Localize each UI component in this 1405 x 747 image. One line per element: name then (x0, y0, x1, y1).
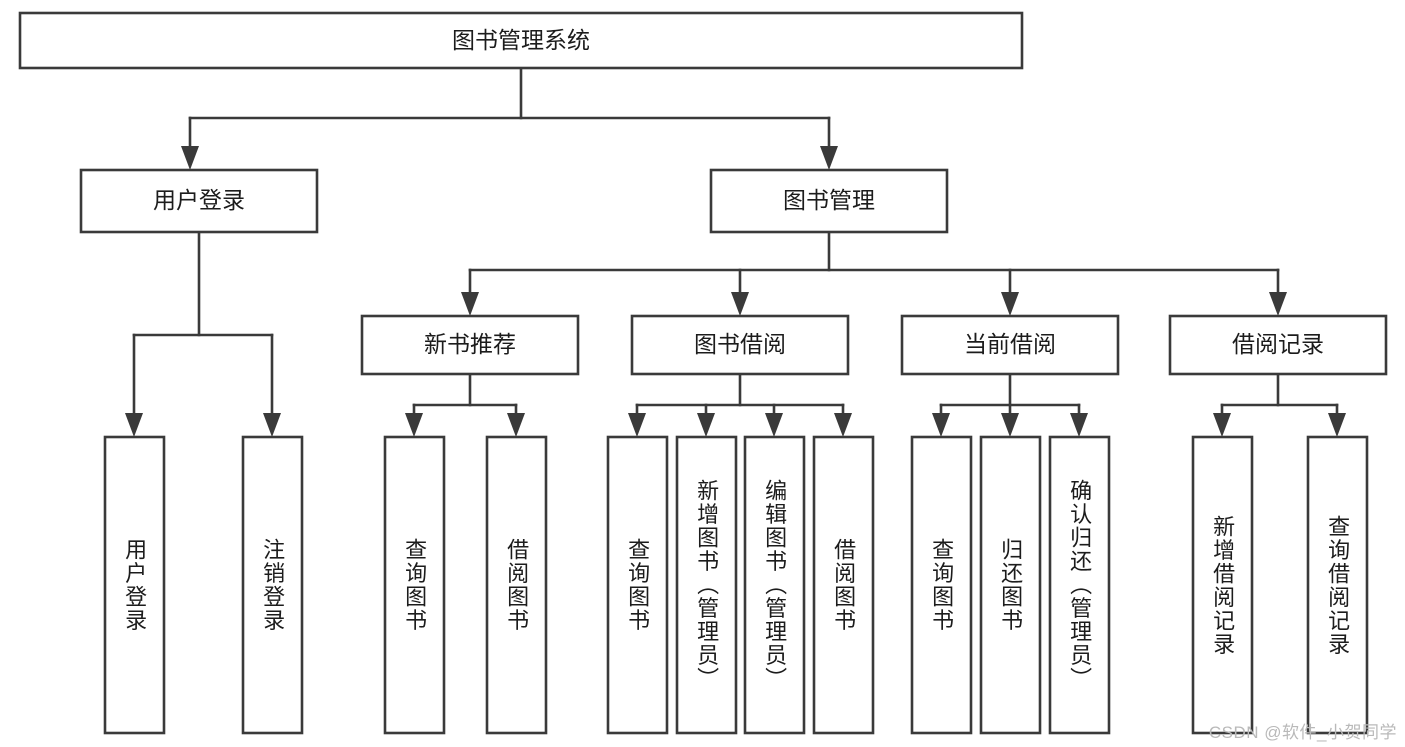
leaf-box-bb-borrow-book[interactable] (812, 435, 875, 735)
arrow-head-nb-leaf-2 (507, 413, 525, 437)
leaf-box-bb-add-book[interactable] (675, 435, 738, 735)
arrow-head-leaf-user-login (125, 413, 143, 437)
arrow-head-current-borrow (1001, 292, 1019, 316)
node-book-management-label: 图书管理 (783, 187, 875, 213)
node-book-management[interactable]: 图书管理 (709, 168, 949, 234)
arrow-head-borrow-record (1269, 292, 1287, 316)
leaf-box-cb-return-book[interactable] (979, 435, 1042, 735)
node-root-box[interactable] (18, 11, 1024, 70)
arrow-head-cb-leaf-1 (932, 413, 950, 437)
arrow-head-bb-leaf-4 (834, 413, 852, 437)
node-current-borrow[interactable]: 当前借阅 (900, 314, 1120, 376)
arrow-head-bb-leaf-2 (697, 413, 715, 437)
node-current-borrow-box[interactable] (900, 314, 1120, 376)
node-book-borrow-label: 图书借阅 (694, 331, 786, 357)
arrow-head-bb-leaf-1 (628, 413, 646, 437)
node-book-management-box[interactable] (709, 168, 949, 234)
arrow-head-book-borrow (731, 292, 749, 316)
leaf-box-bb-edit-book[interactable] (743, 435, 806, 735)
arrow-head-bb-leaf-3 (765, 413, 783, 437)
leaf-box-nb-query-book[interactable] (383, 435, 446, 735)
arrow-head-cb-leaf-2 (1001, 413, 1019, 437)
node-borrow-record-box[interactable] (1168, 314, 1388, 376)
node-borrow-record-label: 借阅记录 (1232, 331, 1324, 357)
node-book-borrow[interactable]: 图书借阅 (630, 314, 850, 376)
leaf-box-bb-query-book[interactable] (606, 435, 669, 735)
arrow-head-leaf-logout (263, 413, 281, 437)
node-new-book-recommend[interactable]: 新书推荐 (360, 314, 580, 376)
leaf-box-nb-borrow-book[interactable] (485, 435, 548, 735)
connector-group (125, 66, 1346, 437)
leaf-box-cb-confirm-return[interactable] (1048, 435, 1111, 735)
node-book-borrow-box[interactable] (630, 314, 850, 376)
node-root-label: 图书管理系统 (452, 27, 590, 53)
arrow-head-nb-leaf-1 (405, 413, 423, 437)
node-user-login[interactable]: 用户登录 (79, 168, 319, 234)
arrow-head-cb-leaf-3 (1070, 413, 1088, 437)
watermark-text: CSDN @软件_小贺同学 (1208, 723, 1397, 742)
arrow-head-book-mgmt (820, 146, 838, 170)
leaf-box-user-login[interactable] (103, 435, 166, 735)
node-user-login-box[interactable] (79, 168, 319, 234)
node-borrow-record[interactable]: 借阅记录 (1168, 314, 1388, 376)
node-new-book-recommend-label: 新书推荐 (424, 331, 516, 357)
leaf-box-logout[interactable] (241, 435, 304, 735)
leaf-box-cb-query-book[interactable] (910, 435, 973, 735)
arrow-head-new-book (461, 292, 479, 316)
node-new-book-recommend-box[interactable] (360, 314, 580, 376)
node-current-borrow-label: 当前借阅 (964, 331, 1056, 357)
arrow-head-br-leaf-1 (1213, 413, 1231, 437)
arrow-head-br-leaf-2 (1328, 413, 1346, 437)
node-user-login-label: 用户登录 (153, 187, 245, 213)
arrow-head-user-login (181, 146, 199, 170)
leaf-box-br-add-record[interactable] (1191, 435, 1254, 735)
leaf-box-br-query-record[interactable] (1306, 435, 1369, 735)
node-root[interactable]: 图书管理系统 (18, 11, 1024, 70)
